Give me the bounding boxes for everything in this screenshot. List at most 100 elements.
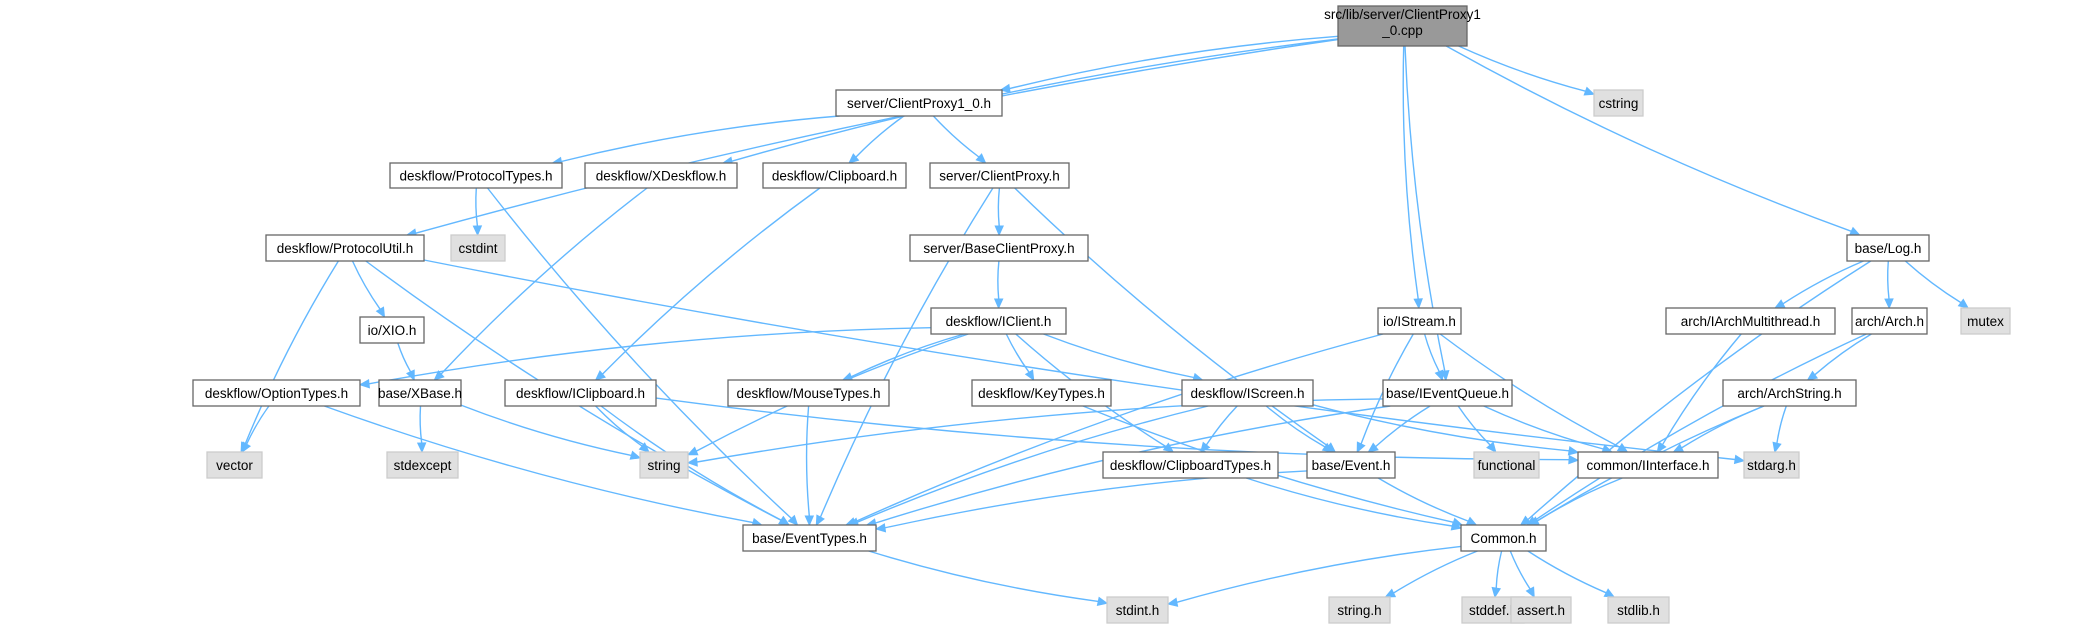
edge-line: [868, 550, 1099, 603]
arrowhead: [594, 370, 606, 381]
node-label: deskflow/ProtocolUtil.h: [277, 241, 414, 256]
node-label: deskflow/IScreen.h: [1190, 386, 1304, 401]
node-label: deskflow/Clipboard.h: [772, 169, 897, 184]
arrowhead: [975, 153, 987, 164]
edge-line: [1375, 405, 1431, 448]
node-xdeskflow[interactable]: deskflow/XDeskflow.h: [584, 162, 738, 189]
node-label: base/IEventQueue.h: [1386, 386, 1509, 401]
arrowhead: [1024, 369, 1035, 382]
node-iinterface[interactable]: common/IInterface.h: [1577, 451, 1719, 479]
node-common[interactable]: Common.h: [1460, 524, 1547, 552]
node-label: io/IStream.h: [1383, 314, 1456, 329]
edge-clientproxy-to-baseclientproxy: [994, 187, 1004, 237]
edge-line: [855, 115, 905, 158]
edge-line: [415, 38, 1339, 234]
node-box: [1851, 307, 1928, 335]
node-label: mutex: [1967, 314, 2004, 329]
node-iarchmt[interactable]: arch/IArchMultithread.h: [1665, 307, 1836, 335]
edge-line: [397, 342, 412, 373]
arrowhead: [1166, 597, 1179, 607]
arrowhead: [1384, 588, 1397, 598]
arrowhead: [686, 457, 698, 467]
edge-line: [1457, 405, 1491, 446]
node-baseclientproxy[interactable]: server/BaseClientProxy.h: [909, 234, 1089, 262]
node-protocolutil[interactable]: deskflow/ProtocolUtil.h: [265, 234, 425, 262]
arrowhead: [993, 298, 1004, 310]
arrowhead: [1773, 299, 1786, 309]
node-archstring[interactable]: arch/ArchString.h: [1722, 379, 1857, 407]
node-root[interactable]: src/lib/server/ClientProxy1_0.cpp: [1324, 5, 1481, 47]
edge-line: [1402, 45, 1419, 300]
edge-line: [245, 405, 270, 445]
edge-line: [655, 397, 1570, 461]
node-box: [1722, 379, 1857, 407]
node-arch[interactable]: arch/Arch.h: [1851, 307, 1928, 335]
node-label: stddef.h: [1469, 603, 1517, 618]
edge-protocoltypes-to-eventtypes: [486, 187, 799, 526]
node-clipboardtypes[interactable]: deskflow/ClipboardTypes.h: [1102, 451, 1279, 479]
node-label: deskflow/IClient.h: [946, 314, 1052, 329]
node-label: stdint.h: [1116, 603, 1160, 618]
node-cstdint: cstdint: [450, 234, 506, 262]
edge-optiontypes-to-vector: [241, 405, 270, 454]
edge-line: [1439, 333, 1621, 448]
node-label: cstdint: [458, 241, 497, 256]
node-log[interactable]: base/Log.h: [1846, 234, 1930, 262]
arrowhead: [1450, 521, 1463, 531]
node-string: string: [639, 451, 689, 479]
edge-clientproxy-to-eventtypes: [815, 187, 994, 527]
edge-iinterface-to-common: [1528, 477, 1623, 526]
node-optiontypes[interactable]: deskflow/OptionTypes.h: [192, 379, 361, 407]
node-iclipboard[interactable]: deskflow/IClipboard.h: [504, 379, 657, 407]
edge-clipboard-to-iclipboard: [594, 187, 821, 381]
node-box: [727, 379, 890, 407]
node-mousetypes[interactable]: deskflow/MouseTypes.h: [727, 379, 890, 407]
node-istream[interactable]: io/IStream.h: [1377, 307, 1462, 335]
edge-xbase-to-stdexcept: [416, 405, 427, 454]
edge-line: [1536, 477, 1623, 522]
node-box: [1510, 596, 1572, 624]
edge-line: [475, 187, 479, 227]
edge-line: [1495, 550, 1503, 589]
edge-line: [997, 260, 1000, 300]
node-protocoltypes[interactable]: deskflow/ProtocolTypes.h: [389, 162, 563, 189]
edge-cp10h-to-protocoltypes: [551, 115, 840, 167]
node-label: deskflow/ProtocolTypes.h: [399, 169, 552, 184]
node-event[interactable]: base/Event.h: [1306, 451, 1396, 479]
arrowhead: [874, 523, 887, 533]
node-stdint: stdint.h: [1106, 596, 1169, 624]
edge-line: [997, 187, 1001, 227]
node-label: string.h: [1337, 603, 1381, 618]
node-iscreen[interactable]: deskflow/IScreen.h: [1181, 379, 1314, 407]
arrowhead: [848, 153, 860, 164]
node-box: [1473, 451, 1540, 479]
edge-line: [460, 404, 632, 457]
edge-event-to-common: [1377, 477, 1478, 526]
node-iclient[interactable]: deskflow/IClient.h: [930, 307, 1067, 335]
edge-line: [731, 38, 1339, 162]
edge-line: [1681, 405, 1765, 449]
edge-line: [423, 259, 1736, 461]
arrowhead: [358, 378, 370, 389]
node-xbase[interactable]: base/XBase.h: [378, 379, 462, 407]
node-keytypes[interactable]: deskflow/KeyTypes.h: [971, 379, 1112, 407]
node-label: arch/Arch.h: [1855, 314, 1924, 329]
arrowhead: [787, 514, 799, 526]
node-ieventqueue[interactable]: base/IEventQueue.h: [1382, 379, 1513, 407]
node-cp10h[interactable]: server/ClientProxy1_0.h: [835, 89, 1003, 117]
node-box: [386, 451, 459, 479]
edge-line: [1043, 333, 1195, 379]
edge-iclipboard-to-string: [595, 405, 650, 453]
edge-line: [351, 260, 381, 310]
edge-line: [1005, 333, 1030, 373]
node-layer: src/lib/server/ClientProxy1_0.cpp server/…: [192, 5, 2011, 624]
edge-line: [932, 115, 980, 158]
node-eventtypes[interactable]: base/EventTypes.h: [742, 524, 877, 552]
node-clipboard[interactable]: deskflow/Clipboard.h: [762, 162, 907, 189]
edge-istream-to-eventtypes: [844, 333, 1384, 527]
arrowhead: [1848, 226, 1861, 236]
node-clientproxy[interactable]: server/ClientProxy.h: [929, 162, 1070, 189]
node-xioh[interactable]: io/XIO.h: [359, 316, 425, 344]
edge-log-to-iarchmt: [1773, 260, 1864, 309]
node-box: [1665, 307, 1836, 335]
